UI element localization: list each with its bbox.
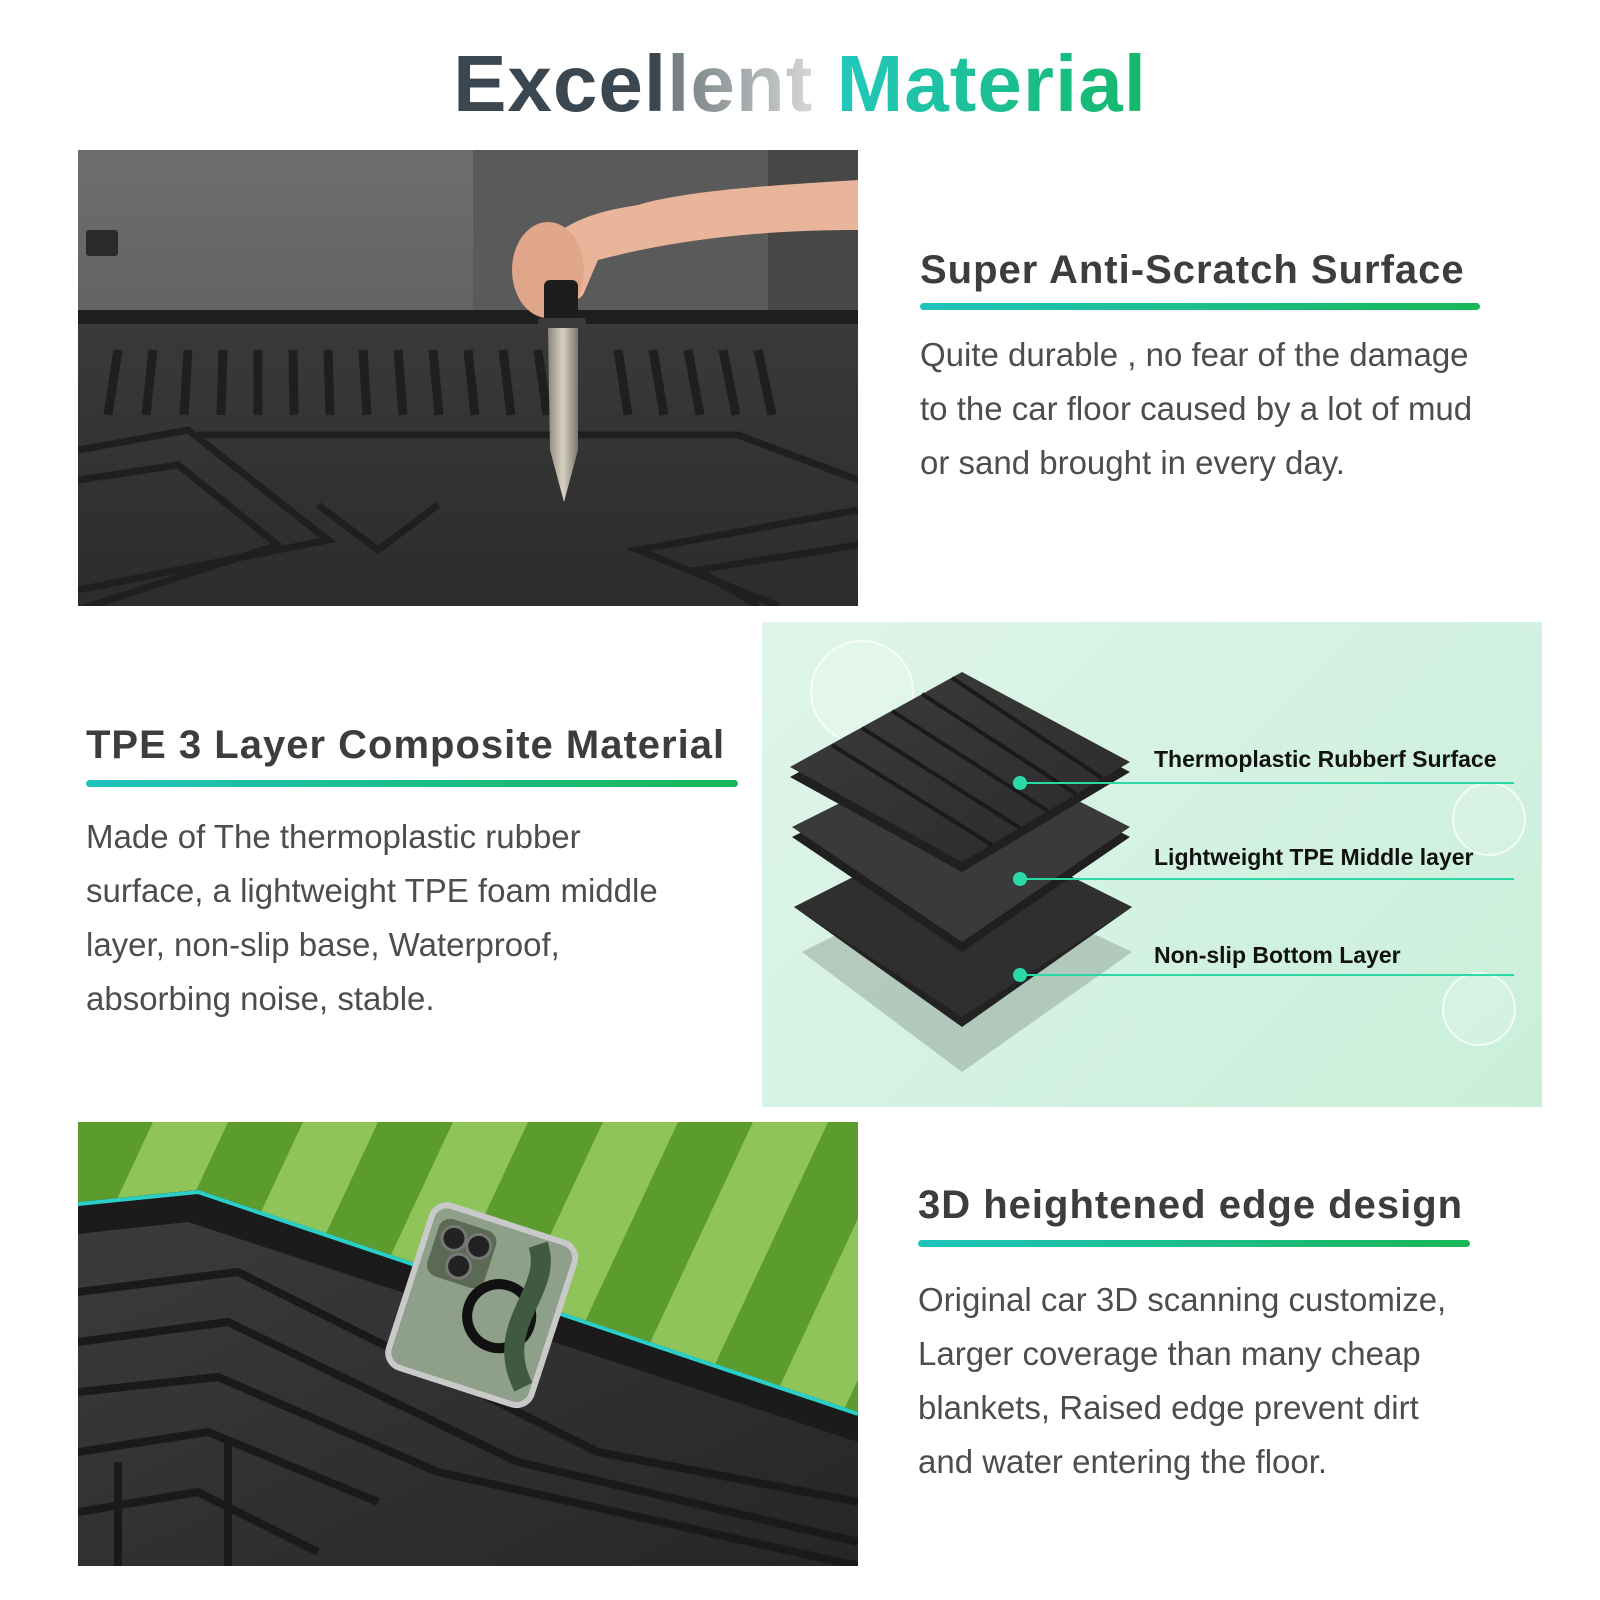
mat-layers-illustration <box>790 672 1514 1072</box>
title-part-dark: Excel <box>453 39 668 128</box>
bubble-decoration <box>1452 782 1526 856</box>
text-line: to the car floor caused by a lot of mud <box>920 390 1473 427</box>
heading-underline <box>86 780 738 787</box>
text-line: or sand brought in every day. <box>920 444 1345 481</box>
layers-panel: Thermoplastic Rubberf Surface Lightweigh… <box>762 622 1542 1107</box>
section-heading-tpe-layer: TPE 3 Layer Composite Material <box>86 723 726 767</box>
title-part-green: Material <box>836 39 1147 128</box>
title-part-fade: lent <box>667 39 837 128</box>
layer-label-bottom: Non-slip Bottom Layer <box>1154 942 1401 968</box>
section-text-edge-design: Original car 3D scanning customize, Larg… <box>918 1273 1578 1489</box>
section-heading-edge-design: 3D heightened edge design <box>918 1183 1464 1227</box>
layer-label-middle: Lightweight TPE Middle layer <box>1154 844 1474 870</box>
text-line: blankets, Raised edge prevent dirt <box>918 1389 1419 1426</box>
text-line: Original car 3D scanning customize, <box>918 1281 1447 1318</box>
heading-underline <box>920 303 1480 310</box>
raised-edge-illustration <box>78 1122 858 1566</box>
text-line: layer, non-slip base, Waterproof, <box>86 926 560 963</box>
text-line: Quite durable , no fear of the damage <box>920 336 1469 373</box>
section-text-anti-scratch: Quite durable , no fear of the damage to… <box>920 328 1580 490</box>
section-text-tpe-layer: Made of The thermoplastic rubber surface… <box>86 810 746 1026</box>
text-line: Made of The thermoplastic rubber <box>86 818 581 855</box>
heading-underline <box>918 1240 1470 1247</box>
knife-mat-photo <box>78 150 858 606</box>
text-line: absorbing noise, stable. <box>86 980 435 1017</box>
text-line: surface, a lightweight TPE foam middle <box>86 872 658 909</box>
raised-edge-photo <box>78 1122 858 1566</box>
page-title: Excellent Material <box>0 38 1600 130</box>
text-line: Larger coverage than many cheap <box>918 1335 1421 1372</box>
bubble-decoration <box>1442 972 1516 1046</box>
layer-label-surface: Thermoplastic Rubberf Surface <box>1154 746 1497 772</box>
text-line: and water entering the floor. <box>918 1443 1328 1480</box>
knife-mat-illustration <box>78 150 858 606</box>
section-heading-anti-scratch: Super Anti-Scratch Surface <box>920 248 1465 292</box>
